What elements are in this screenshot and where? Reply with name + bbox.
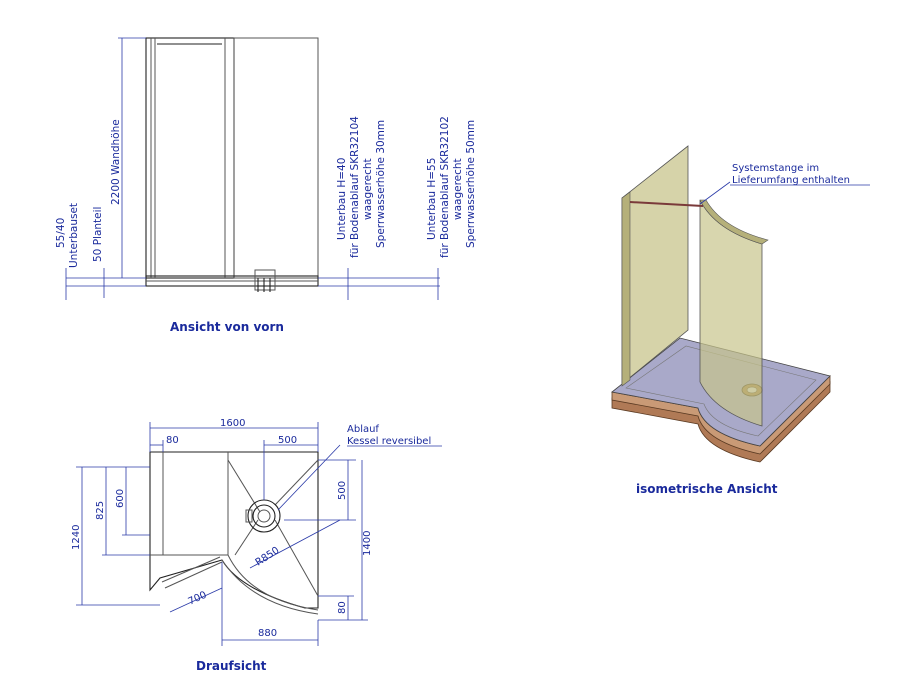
top-view: 1600 80 500 1240 825 600 500 1400 80 R85…	[71, 418, 442, 673]
wandhoehe-label: 2200 Wandhöhe	[110, 119, 122, 205]
unterbau-40-line1: Unterbau H=40	[336, 158, 348, 240]
system-bar-note-line1: Systemstange im	[732, 163, 819, 174]
ablauf-label-line1: Ablauf	[347, 424, 379, 435]
dim-line-r850	[249, 519, 341, 569]
top-view-title: Draufsicht	[196, 659, 267, 673]
ablauf-label-line2: Kessel reversibel	[347, 436, 431, 447]
system-bar-iso	[629, 201, 704, 207]
drain-outline	[254, 269, 276, 291]
dim-80: 80	[166, 435, 179, 446]
dim-80-right: 80	[337, 601, 348, 614]
unterbau-55-line3: waagerecht	[452, 158, 464, 220]
isometric-view: Systemstange im Lieferumfang enthalten i…	[611, 145, 870, 496]
curved-panel-outline	[233, 37, 319, 279]
note-leader	[699, 181, 731, 205]
dim-line-700	[169, 587, 223, 613]
dim-1400: 1400	[362, 531, 373, 556]
dim-1600: 1600	[220, 418, 245, 429]
ablauf-leader	[277, 444, 341, 511]
planteil-label: 50 Planteil	[92, 207, 104, 262]
unterbauset-label: Unterbauset	[68, 203, 80, 268]
curved-glass-panel	[699, 199, 763, 427]
dim-500-right: 500	[337, 481, 348, 500]
curved-glass-line	[227, 554, 319, 611]
tray-plan-outline	[149, 451, 319, 609]
dim-500-top: 500	[278, 435, 297, 446]
front-panel-outline	[145, 37, 235, 279]
dim-880: 880	[258, 628, 277, 639]
unterbau-55-line4: Sperrwasserhöhe 50mm	[465, 120, 477, 248]
dim-700: 700	[187, 590, 209, 608]
iso-view-title: isometrische Ansicht	[636, 482, 778, 496]
unterbau-40-line4: Sperrwasserhöhe 30mm	[375, 120, 387, 248]
front-view-title: Ansicht von vorn	[170, 320, 284, 334]
unterbau-40-line2: für Bodenablauf SKR32104	[349, 116, 361, 258]
unterbau-55-line1: Unterbau H=55	[426, 158, 438, 240]
dim-1240: 1240	[71, 525, 82, 550]
dim-825: 825	[95, 501, 106, 520]
unterbau-40-line3: waagerecht	[362, 158, 374, 220]
dim-600: 600	[115, 489, 126, 508]
dim-r850: R850	[254, 545, 282, 568]
system-bar-note-line2: Lieferumfang enthalten	[732, 175, 850, 186]
unterbauset-value: 55/40	[55, 218, 67, 248]
unterbau-55-line2: für Bodenablauf SKR32102	[439, 116, 451, 258]
front-view: 55/40 Unterbauset 50 Planteil 2200 Wandh…	[55, 37, 477, 334]
